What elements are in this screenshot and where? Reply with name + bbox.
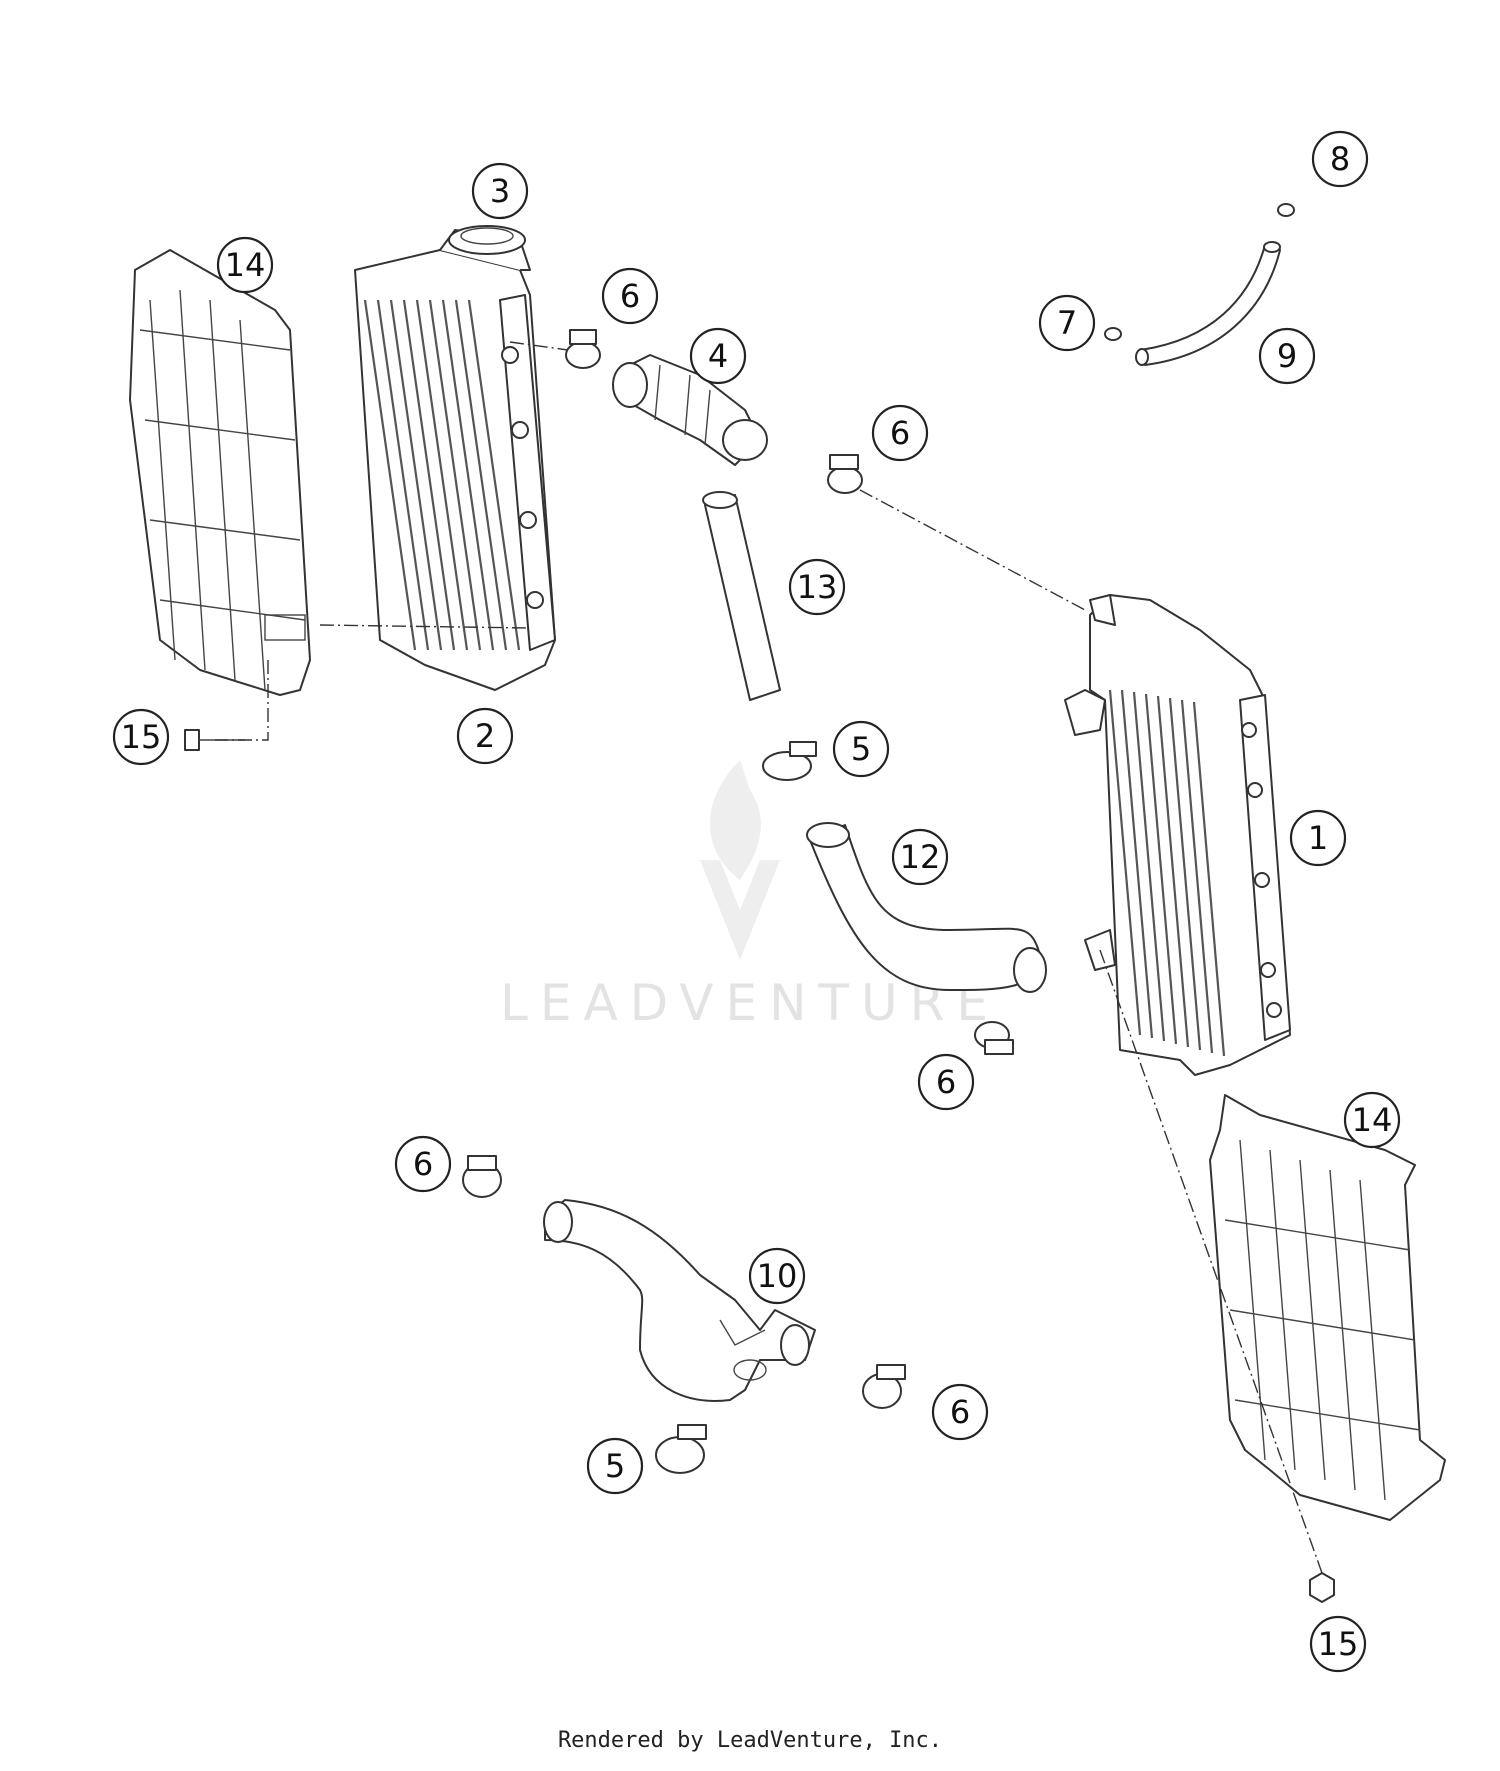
svg-text:6: 6 bbox=[950, 1393, 970, 1431]
svg-text:13: 13 bbox=[797, 568, 838, 606]
svg-text:5: 5 bbox=[605, 1447, 625, 1485]
hose-clamp-lower-right bbox=[862, 1364, 906, 1409]
svg-text:15: 15 bbox=[1318, 1625, 1359, 1663]
callout-5-middle: 5 bbox=[832, 720, 890, 778]
callout-6-lower-left: 6 bbox=[394, 1135, 452, 1193]
watermark-logo bbox=[700, 760, 780, 960]
svg-text:10: 10 bbox=[757, 1257, 798, 1295]
callout-15-left: 15 bbox=[112, 708, 170, 766]
callout-6-lower-right: 6 bbox=[931, 1383, 989, 1441]
hose-clamp-upper-middle bbox=[827, 454, 863, 494]
svg-text:4: 4 bbox=[708, 337, 728, 375]
svg-text:6: 6 bbox=[890, 414, 910, 452]
callout-15-right: 15 bbox=[1309, 1615, 1367, 1673]
straight-hose bbox=[702, 491, 781, 701]
callout-8: 8 bbox=[1311, 130, 1369, 188]
svg-text:9: 9 bbox=[1277, 337, 1297, 375]
hose-clamp-lower-left bbox=[462, 1155, 502, 1198]
watermark-text: LEADVENTURE bbox=[500, 974, 1000, 1032]
overflow-hose bbox=[1135, 241, 1281, 366]
right-radiator-shroud bbox=[1209, 1094, 1446, 1521]
callout-1: 1 bbox=[1289, 809, 1347, 867]
bolt-right bbox=[1309, 1572, 1335, 1603]
curved-hose bbox=[806, 822, 1047, 993]
small-clamp-7 bbox=[1104, 327, 1122, 341]
callout-14-left: 14 bbox=[216, 236, 274, 294]
callout-6-upper-left: 6 bbox=[601, 267, 659, 325]
radiator-cap bbox=[448, 225, 526, 255]
svg-text:6: 6 bbox=[936, 1063, 956, 1101]
upper-connector-hose bbox=[612, 354, 768, 466]
right-radiator bbox=[1064, 594, 1291, 1076]
leader-lines bbox=[215, 341, 1323, 1574]
left-radiator bbox=[354, 229, 556, 691]
svg-text:7: 7 bbox=[1057, 304, 1077, 342]
svg-text:6: 6 bbox=[413, 1145, 433, 1183]
callout-7: 7 bbox=[1038, 294, 1096, 352]
hose-clamp-upper-left bbox=[565, 329, 601, 369]
svg-text:1: 1 bbox=[1308, 819, 1328, 857]
callout-6-lower-middle: 6 bbox=[917, 1053, 975, 1111]
svg-text:5: 5 bbox=[851, 730, 871, 768]
svg-text:14: 14 bbox=[225, 246, 266, 284]
footer-credit: Rendered by LeadVenture, Inc. bbox=[557, 1728, 943, 1753]
svg-text:2: 2 bbox=[475, 717, 495, 755]
svg-text:8: 8 bbox=[1330, 140, 1350, 178]
callout-10: 10 bbox=[748, 1247, 806, 1305]
svg-text:12: 12 bbox=[900, 838, 941, 876]
hose-clamp-lower bbox=[655, 1424, 707, 1474]
svg-text:6: 6 bbox=[620, 277, 640, 315]
callout-4: 4 bbox=[689, 327, 747, 385]
small-clamp-8 bbox=[1277, 203, 1295, 217]
svg-text:14: 14 bbox=[1352, 1101, 1393, 1139]
hose-clamp-lower-middle bbox=[974, 1021, 1014, 1055]
callout-5-lower: 5 bbox=[586, 1437, 644, 1495]
lower-hose bbox=[543, 1199, 816, 1402]
callout-12: 12 bbox=[891, 828, 949, 886]
left-radiator-shroud bbox=[129, 249, 311, 696]
hose-clamp-middle bbox=[762, 741, 817, 781]
svg-text:15: 15 bbox=[121, 718, 162, 756]
callout-2: 2 bbox=[456, 707, 514, 765]
callout-6-upper-middle: 6 bbox=[871, 404, 929, 462]
callout-9: 9 bbox=[1258, 327, 1316, 385]
callout-14-right: 14 bbox=[1343, 1091, 1401, 1149]
callout-3: 3 bbox=[471, 162, 529, 220]
svg-text:3: 3 bbox=[490, 172, 510, 210]
callout-13: 13 bbox=[788, 558, 846, 616]
